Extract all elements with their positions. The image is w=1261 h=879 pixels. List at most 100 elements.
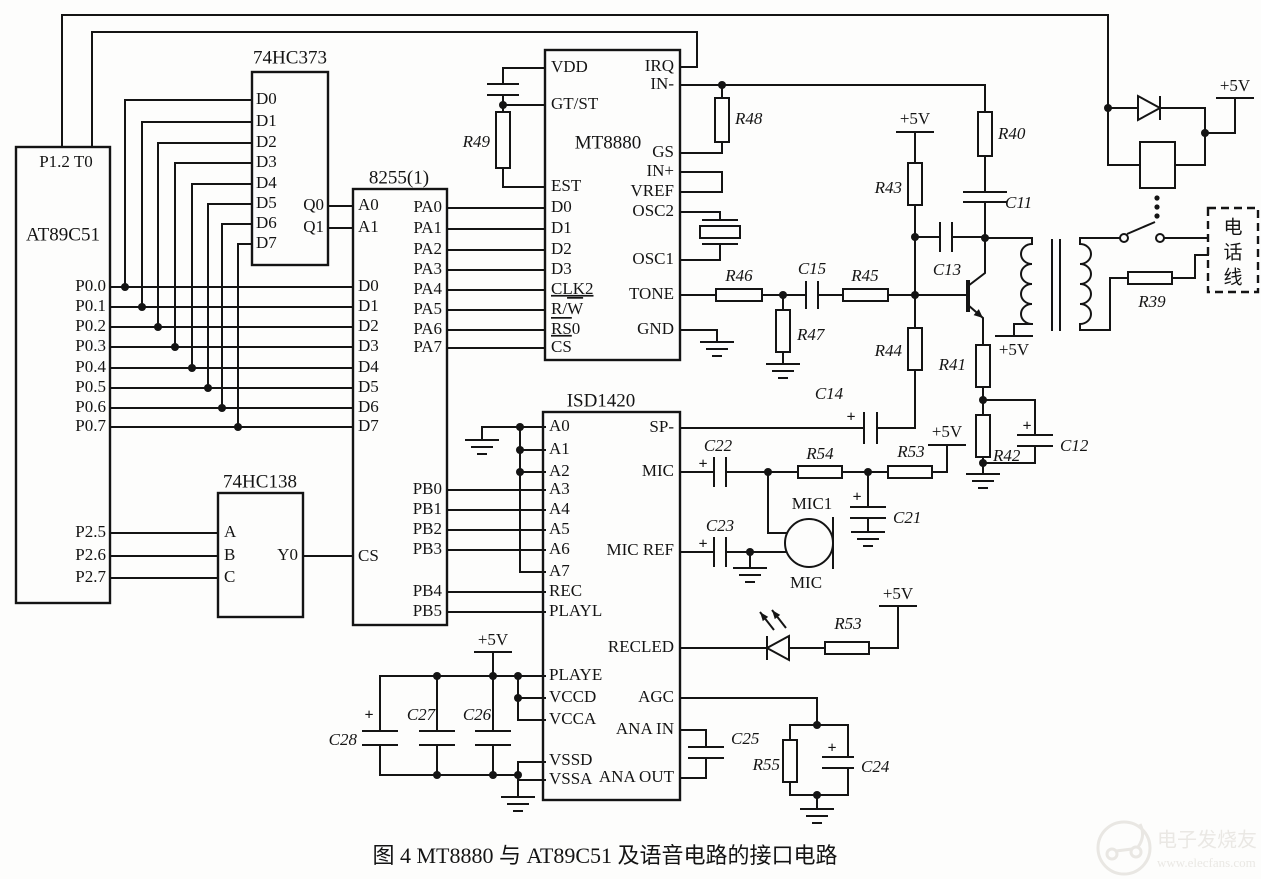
capacitor-symbols (362, 83, 1053, 769)
mt8880-pin-irq: IRQ (645, 56, 674, 75)
hc138-pin-c: C (224, 567, 235, 586)
ref-mic1: MIC1 (792, 494, 833, 513)
at89c51-pin-p07: P0.7 (75, 416, 106, 435)
transistor-symbol (966, 280, 983, 318)
i8255-pin-d7: D7 (358, 416, 379, 435)
isd1420-pin-micref: MIC REF (606, 540, 674, 559)
ref-r53a: R53 (896, 442, 924, 461)
isd1420-pin-a0: A0 (549, 416, 570, 435)
ref-r53b: R53 (833, 614, 861, 633)
isd1420-pin-a1: A1 (549, 439, 570, 458)
phone-line-char-2: 话 (1223, 241, 1242, 263)
i8255-pin-pb2: PB2 (413, 519, 442, 538)
ref-r49: R49 (462, 132, 491, 151)
i8255-pin-pb5: PB5 (413, 601, 442, 620)
ref-c25: C25 (731, 729, 759, 748)
ref-r44: R44 (874, 341, 903, 360)
mt8880-pin-gtst: GT/ST (551, 94, 599, 113)
at89c51-pin-p26: P2.6 (75, 545, 106, 564)
ref-r40: R40 (997, 124, 1026, 143)
watermark-logo-dot-2 (1129, 845, 1143, 859)
diode-symbol (1137, 94, 1163, 122)
i8255-pin-pa3: PA3 (413, 259, 442, 278)
plus5v-label-vcc: +5V (478, 630, 509, 649)
hc373-pin-d1: D1 (256, 111, 277, 130)
i8255-pin-d3: D3 (358, 336, 379, 355)
ref-r39: R39 (1137, 292, 1166, 311)
resistor-symbols (495, 97, 1173, 783)
mt8880-pin-gs: GS (652, 142, 674, 161)
mt8880-pin-d1: D1 (551, 218, 572, 237)
at89c51-pin-p00: P0.0 (75, 276, 106, 295)
plus-c24: + (827, 740, 836, 757)
ref-r42: R42 (992, 446, 1021, 465)
ref-c24: C24 (861, 757, 890, 776)
ref-c12: C12 (1060, 436, 1089, 455)
ref-r47: R47 (796, 325, 826, 344)
plus-c12: + (1022, 418, 1031, 435)
mt8880-pin-d2: D2 (551, 239, 572, 258)
isd1420-pin-anain: ANA IN (616, 719, 674, 738)
ref-c28: C28 (329, 730, 358, 749)
mt8880-pin-clk2: CLK2 (551, 279, 594, 298)
isd1420-pin-a4: A4 (549, 499, 570, 518)
mt8880-pin-rw: R/W (551, 299, 584, 318)
watermark-url: www.elecfans.com (1157, 855, 1256, 870)
ref-c11: C11 (1005, 193, 1032, 212)
isd1420-pin-a2: A2 (549, 461, 570, 480)
ground-symbols (465, 341, 1000, 824)
mt8880-pin-osc2: OSC2 (632, 201, 674, 220)
ref-c15: C15 (798, 259, 826, 278)
led-symbol (759, 609, 790, 662)
phone-line-box (1206, 206, 1260, 294)
hc373-pin-d0: D0 (256, 89, 277, 108)
i8255-pin-d1: D1 (358, 296, 379, 315)
i8255-pin-pa4: PA4 (413, 279, 442, 298)
isd1420-pin-vcca: VCCA (549, 709, 597, 728)
hc138-body (216, 491, 305, 619)
at89c51-pin-p25: P2.5 (75, 522, 106, 541)
at89c51-pin-p02: P0.2 (75, 316, 106, 335)
watermark-logo-stroke (1115, 823, 1145, 853)
isd1420-pin-mic: MIC (642, 461, 674, 480)
mt8880-pin-gnd: GND (637, 319, 674, 338)
ref-c21: C21 (893, 508, 921, 527)
figure-caption: 图 4 MT8880 与 AT89C51 及语音电路的接口电路 (372, 843, 837, 868)
microphone-symbol (784, 517, 834, 569)
plus-c23: + (698, 536, 707, 553)
ref-r43: R43 (874, 178, 902, 197)
i8255-pin-pa2: PA2 (413, 239, 442, 258)
i8255-pin-cs: CS (358, 546, 379, 565)
hc373-pin-d6: D6 (256, 213, 277, 232)
ref-r55: R55 (752, 755, 780, 774)
mt8880-pin-inm: IN- (650, 74, 674, 93)
mt8880-pin-vref: VREF (631, 181, 674, 200)
i8255-pin-pa6: PA6 (413, 319, 442, 338)
at89c51-pin-p04: P0.4 (75, 357, 106, 376)
isd1420-pin-a7: A7 (549, 561, 570, 580)
i8255-pin-d2: D2 (358, 316, 379, 335)
watermark-logo-dot-1 (1105, 847, 1119, 861)
mt8880-pin-rs0: RS0 (551, 319, 580, 338)
i8255-pin-pa7: PA7 (413, 337, 442, 356)
mt8880-pin-d0: D0 (551, 197, 572, 216)
isd1420-pin-recled: RECLED (608, 637, 674, 656)
crystal-symbol (699, 219, 741, 245)
watermark-logo (1096, 820, 1152, 876)
ref-c14: C14 (815, 384, 844, 403)
at89c51-pin-p05: P0.5 (75, 377, 106, 396)
isd1420-pin-vssd: VSSD (549, 750, 592, 769)
isd1420-pin-playl: PLAYL (549, 601, 602, 620)
ref-r45: R45 (850, 266, 878, 285)
hook-switch-symbol (1119, 221, 1165, 243)
mt8880-pin-cs: CS (551, 337, 572, 356)
hc138-pin-a: A (224, 522, 237, 541)
mt8880-pin-inp: IN+ (646, 161, 674, 180)
i8255-pin-pa0: PA0 (413, 197, 442, 216)
i8255-title: 8255(1) (369, 167, 429, 188)
hc373-pin-q1: Q1 (303, 217, 324, 236)
ref-r48: R48 (734, 109, 763, 128)
mt8880-pin-est: EST (551, 176, 582, 195)
isd1420-pin-vssa: VSSA (549, 769, 593, 788)
